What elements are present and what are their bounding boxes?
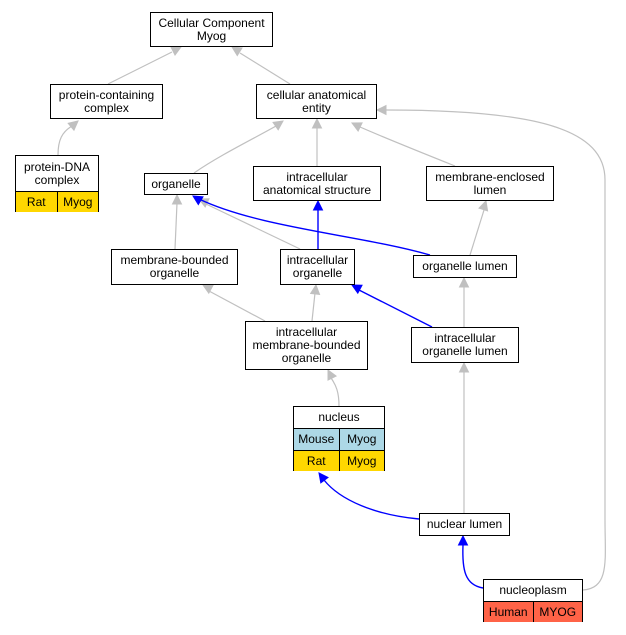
edge-intra-organelle-lumen-to-organelle-lumen: [458, 276, 470, 327]
edge-line: [469, 209, 485, 256]
arrowhead: [478, 199, 489, 212]
edge-organelle-to-cellular-anatomical: [193, 120, 284, 174]
arrowhead: [327, 368, 338, 381]
gene-cell: Myog: [56, 192, 99, 212]
node-nucleus[interactable]: nucleus Mouse Myog Rat Myog: [293, 406, 385, 471]
edge-membrane-enclosed-to-cellular-anatomical: [350, 122, 456, 167]
edge-line: [359, 126, 456, 167]
node-label: membrane-bounded organelle: [120, 253, 229, 280]
node-label: intracellular organelle: [286, 253, 349, 280]
node-nucleoplasm[interactable]: nucleoplasm Human MYOG: [483, 579, 583, 622]
edge-line: [330, 377, 340, 407]
edge-line: [358, 289, 433, 328]
edge-line: [174, 202, 178, 250]
node-label: organelle: [151, 176, 201, 191]
edge-intra-anatomical-to-cellular-anatomical: [311, 117, 323, 166]
node-protein-containing-complex[interactable]: protein-containing complex: [50, 84, 163, 119]
node-label: Cellular Component Myog: [158, 15, 265, 43]
arrowhead: [170, 46, 182, 57]
edge-line: [57, 125, 73, 156]
arrowhead: [375, 104, 387, 116]
arrowhead: [192, 195, 204, 206]
edge-line: [311, 292, 316, 322]
edge-line: [193, 125, 277, 174]
species-row-human: Human MYOG: [484, 601, 582, 622]
species-cell: Rat: [26, 194, 46, 209]
edge-nuclear-lumen-to-intra-organelle-lumen: [458, 361, 470, 513]
arrowhead: [318, 472, 329, 484]
node-cellular-anatomical-entity[interactable]: cellular anatomical entity: [256, 84, 377, 119]
arrowhead: [67, 120, 79, 132]
edge-intra-organelle-to-organelle: [197, 198, 301, 250]
edge-membrane-bounded-to-organelle: [171, 193, 183, 250]
edge-nucleus-to-intra-mb-organelle: [327, 368, 340, 407]
edge-nucleoplasm-to-cellular-anatomical: [375, 104, 606, 591]
edge-intra-mb-organelle-to-membrane-bounded: [202, 284, 266, 322]
edge-nucleoplasm-to-nuclear-lumen: [457, 534, 484, 589]
edge-intra-organelle-to-intra-anatomical: [312, 199, 324, 249]
node-intracellular-organelle-lumen[interactable]: intracellular organelle lumen: [411, 327, 519, 363]
node-label: membrane-enclosed lumen: [435, 169, 545, 197]
gene-cell: Myog: [338, 451, 385, 471]
edge-line: [205, 203, 301, 250]
arrowhead: [350, 122, 363, 132]
species-row-rat: Rat Myog: [16, 191, 98, 212]
edge-line: [208, 290, 266, 322]
arrowhead: [202, 284, 214, 295]
node-label: nucleoplasm: [499, 583, 567, 597]
node-organelle[interactable]: organelle: [144, 173, 208, 195]
edge-nuclear-lumen-to-nucleus: [318, 472, 420, 520]
species-cell: Rat: [306, 453, 326, 468]
node-label: intracellular membrane-bounded organelle: [252, 325, 361, 365]
node-nuclear-lumen[interactable]: nuclear lumen: [419, 513, 510, 536]
edge-cellular-anatomical-to-root: [231, 46, 291, 85]
gene-cell: Myog: [338, 429, 385, 450]
species-cell: Human: [488, 604, 528, 619]
edge-line: [239, 52, 291, 85]
arrowhead: [171, 193, 183, 205]
arrowhead: [457, 534, 469, 546]
node-organelle-lumen[interactable]: organelle lumen: [413, 255, 517, 278]
node-intracellular-membrane-bounded-organelle[interactable]: intracellular membrane-bounded organelle: [245, 321, 368, 370]
edge-line: [462, 544, 484, 589]
node-label: protein-containing complex: [58, 87, 155, 115]
edge-line: [385, 109, 606, 591]
gene-cell: MYOG: [532, 602, 583, 622]
species-cell: Mouse: [298, 432, 335, 446]
arrowhead: [311, 117, 323, 129]
arrowhead: [309, 283, 321, 295]
node-label: intracellular anatomical structure: [262, 169, 372, 197]
node-label: cellular anatomical entity: [266, 87, 367, 115]
edge-line: [198, 198, 431, 256]
edge-organelle-lumen-to-organelle: [192, 195, 431, 256]
arrowhead: [458, 276, 470, 288]
edge-protein-dna-to-protein-containing: [57, 120, 79, 156]
node-label: organelle lumen: [422, 259, 508, 273]
node-label: protein-DNA complex: [23, 159, 91, 187]
edge-line: [323, 479, 420, 520]
edge-intra-mb-organelle-to-intra-organelle: [309, 283, 321, 322]
node-cellular-component[interactable]: Cellular Component Myog: [150, 12, 273, 47]
edge-line: [107, 51, 173, 85]
edge-protein-containing-to-root: [107, 46, 182, 85]
node-intracellular-organelle[interactable]: intracellular organelle: [280, 249, 355, 285]
edge-intra-organelle-lumen-to-intra-organelle: [351, 284, 433, 328]
species-row-rat: Rat Myog: [294, 450, 384, 471]
node-label: nucleus: [318, 410, 360, 424]
arrowhead: [312, 199, 324, 211]
node-membrane-enclosed-lumen[interactable]: membrane-enclosed lumen: [426, 166, 554, 201]
node-label: intracellular organelle lumen: [422, 331, 508, 358]
node-label: nuclear lumen: [426, 517, 503, 531]
species-row-mouse: Mouse Myog: [294, 428, 384, 450]
node-membrane-bounded-organelle[interactable]: membrane-bounded organelle: [111, 249, 238, 285]
arrowhead: [231, 46, 243, 57]
node-protein-dna-complex[interactable]: protein-DNA complex Rat Myog: [15, 155, 99, 212]
node-intracellular-anatomical-structure[interactable]: intracellular anatomical structure: [253, 166, 381, 201]
edge-organelle-lumen-to-membrane-enclosed: [469, 199, 489, 256]
arrowhead: [458, 361, 470, 373]
arrowhead: [272, 120, 284, 131]
arrowhead: [351, 284, 363, 295]
